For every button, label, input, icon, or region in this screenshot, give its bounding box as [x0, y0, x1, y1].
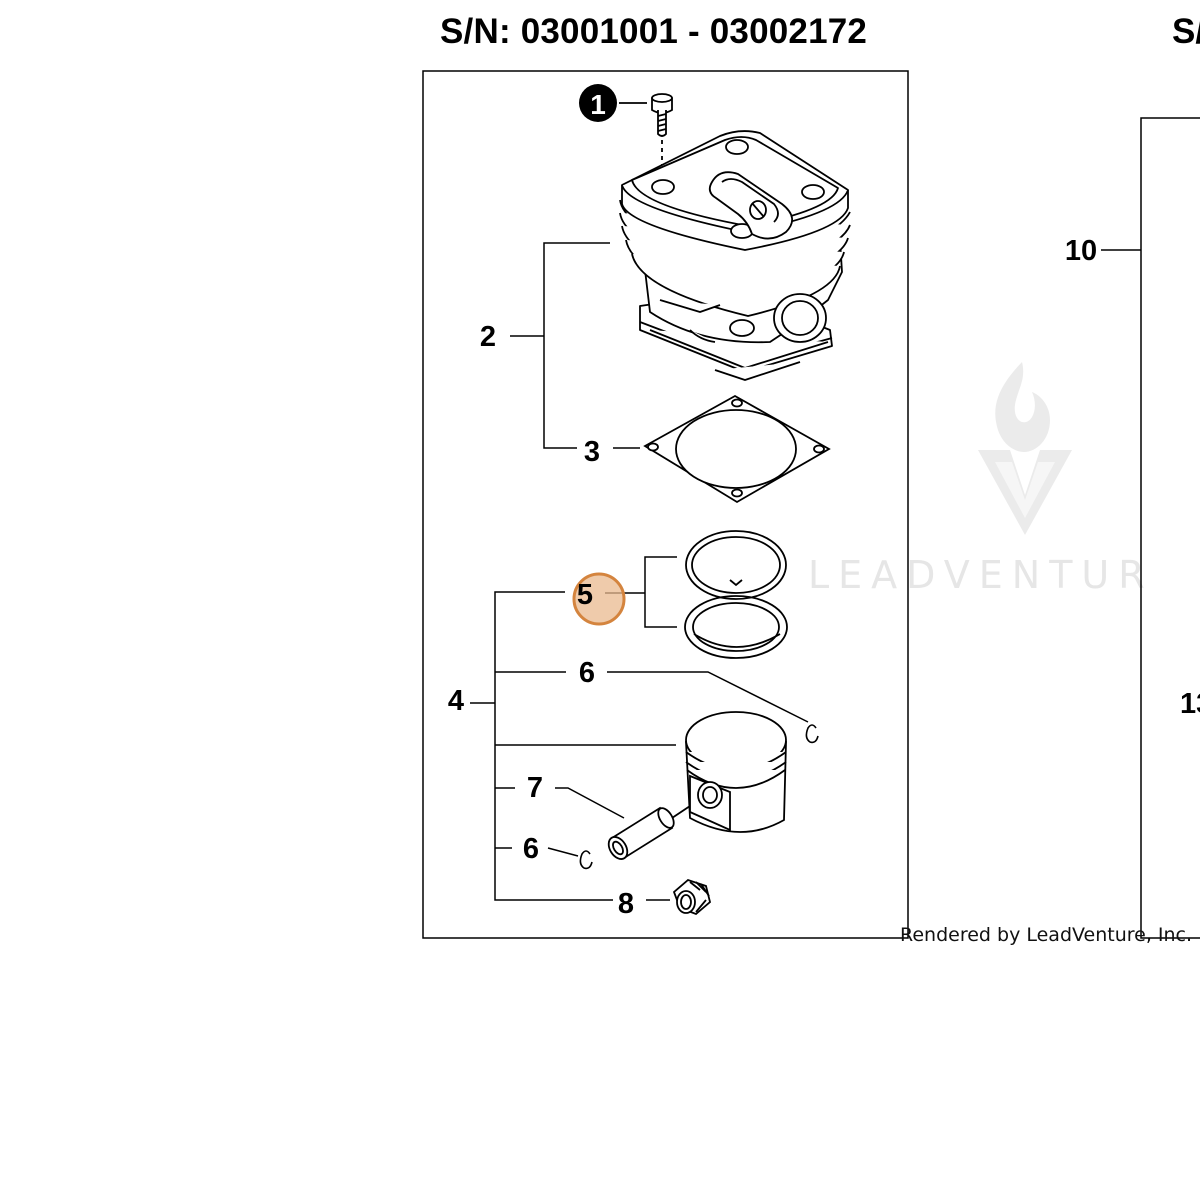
flame-v-logo-icon — [978, 362, 1072, 535]
main-diagram-frame — [422, 70, 909, 939]
needle-bearing-part[interactable] — [672, 878, 712, 916]
page-title: S/N: 03001001 - 03002172 — [440, 12, 868, 51]
piston-rings-part[interactable] — [684, 530, 788, 659]
callout-1-label: 1 — [590, 89, 606, 120]
callout-5-highlight-marker[interactable] — [572, 572, 626, 626]
watermark: LEADVENTUR — [808, 362, 1154, 597]
adjacent-page-title-fragment: S/ — [1172, 12, 1200, 51]
callout-6-lower[interactable]: 6 — [523, 833, 539, 865]
cylinder-gasket-part[interactable] — [643, 394, 831, 504]
callout-6-upper[interactable]: 6 — [579, 657, 595, 689]
callout-3[interactable]: 3 — [584, 436, 600, 468]
leader-lines — [470, 242, 1141, 901]
cap-screw-part[interactable] — [619, 93, 673, 180]
rendered-by-credit: Rendered by LeadVenture, Inc. — [900, 924, 1192, 946]
callout-13[interactable]: 13 — [1180, 688, 1200, 720]
piston-part[interactable] — [685, 711, 787, 833]
watermark-text: LEADVENTUR — [808, 553, 1154, 597]
cylinder-part[interactable] — [619, 130, 851, 381]
callout-7[interactable]: 7 — [527, 772, 543, 804]
filled-circle-icon — [579, 84, 617, 122]
circlip-lower-part[interactable] — [579, 850, 593, 870]
circlip-upper-part[interactable] — [805, 724, 819, 744]
callout-8[interactable]: 8 — [618, 888, 634, 920]
callout-1-marker[interactable]: 1 — [579, 84, 617, 122]
callout-5[interactable]: 5 — [577, 579, 593, 611]
callout-2[interactable]: 2 — [480, 321, 496, 353]
adjacent-diagram-frame — [1140, 117, 1200, 939]
callout-10[interactable]: 10 — [1065, 235, 1097, 267]
piston-pin-part[interactable] — [605, 805, 691, 862]
callout-4[interactable]: 4 — [448, 685, 464, 717]
